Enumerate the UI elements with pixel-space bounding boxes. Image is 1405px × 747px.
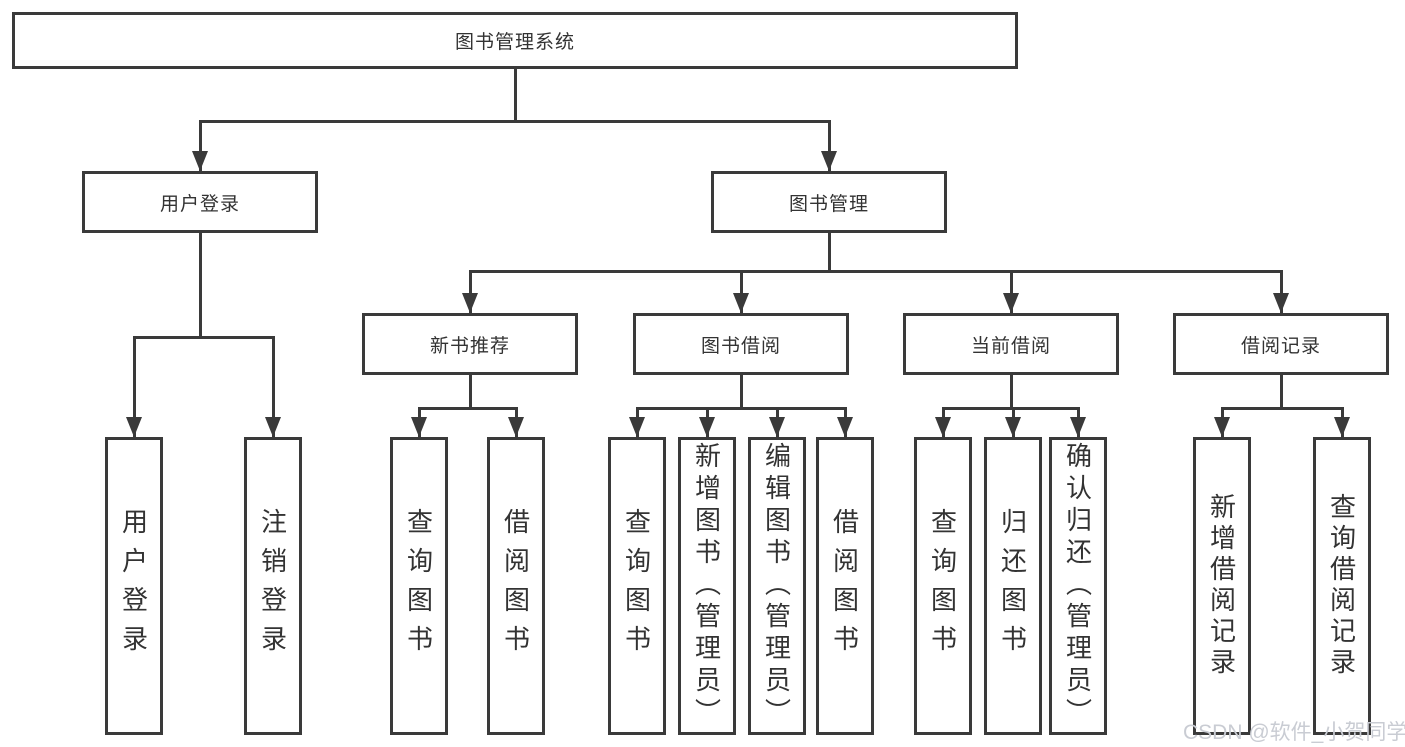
connector-to-current-borrow	[1010, 270, 1013, 313]
connector-new-book-stem	[469, 375, 472, 409]
connector-new-book-hline	[418, 407, 518, 410]
leaf-query-borrow-record: 查询借阅记录	[1313, 437, 1371, 735]
arrowhead-icon	[1003, 293, 1019, 313]
arrowhead-icon	[411, 417, 427, 437]
arrowhead-icon	[1070, 417, 1086, 437]
arrowhead-icon	[733, 293, 749, 313]
csdn-watermark: CSDN @软件_小贺同学	[1183, 721, 1405, 744]
connector-borrow-records-hline	[1221, 407, 1344, 410]
arrowhead-icon	[192, 151, 208, 171]
arrowhead-icon	[769, 417, 785, 437]
connector-book-management-stem	[828, 233, 831, 273]
leaf-borrow-books: 借阅图书	[816, 437, 874, 735]
connector-to-leaf-logout	[272, 336, 275, 437]
node-user-login: 用户登录	[82, 171, 318, 233]
node-current-borrow: 当前借阅	[903, 313, 1119, 375]
connector-current-borrow-stem	[1010, 375, 1013, 409]
leaf-query-books: 查询图书	[390, 437, 448, 735]
leaf-return-books: 归还图书	[984, 437, 1042, 735]
leaf-logout: 注销登录	[244, 437, 302, 735]
connector-to-borrow-records	[1280, 270, 1283, 313]
arrowhead-icon	[508, 417, 524, 437]
node-borrow-records: 借阅记录	[1173, 313, 1389, 375]
connector-book-borrow-stem	[740, 375, 743, 409]
connector-user-login-stem	[199, 233, 202, 339]
leaf-add-borrow-record: 新增借阅记录	[1193, 437, 1251, 735]
arrowhead-icon	[1005, 417, 1021, 437]
leaf-add-book-admin: 新增图书（管理员）	[678, 437, 736, 735]
node-root-library-management-system: 图书管理系统	[12, 12, 1018, 69]
connector-to-leaf-user-login	[133, 336, 136, 437]
leaf-edit-book-admin: 编辑图书（管理员）	[748, 437, 806, 735]
leaf-confirm-return-admin: 确认归还（管理员）	[1049, 437, 1107, 735]
node-book-management: 图书管理	[711, 171, 947, 233]
connector-book-borrow-hline	[636, 407, 847, 410]
arrowhead-icon	[462, 293, 478, 313]
connector-book-management-hline	[469, 270, 1283, 273]
arrowhead-icon	[935, 417, 951, 437]
connector-root-hline	[199, 120, 831, 123]
leaf-user-login: 用户登录	[105, 437, 163, 735]
arrowhead-icon	[1214, 417, 1230, 437]
connector-borrow-records-stem	[1280, 375, 1283, 409]
connector-to-book-management	[828, 120, 831, 171]
node-book-borrow: 图书借阅	[633, 313, 849, 375]
arrowhead-icon	[1334, 417, 1350, 437]
arrowhead-icon	[265, 417, 281, 437]
arrowhead-icon	[1273, 293, 1289, 313]
arrowhead-icon	[699, 417, 715, 437]
leaf-borrow-books: 借阅图书	[487, 437, 545, 735]
connector-to-book-borrow	[740, 270, 743, 313]
leaf-query-books: 查询图书	[608, 437, 666, 735]
arrowhead-icon	[837, 417, 853, 437]
connector-root-stem	[514, 69, 517, 121]
leaf-query-books: 查询图书	[914, 437, 972, 735]
connector-current-borrow-hline	[942, 407, 1080, 410]
connector-user-login-hline	[133, 336, 275, 339]
arrowhead-icon	[821, 151, 837, 171]
arrowhead-icon	[126, 417, 142, 437]
connector-to-new-book	[469, 270, 472, 313]
connector-to-user-login	[199, 120, 202, 171]
node-new-book-recommend: 新书推荐	[362, 313, 578, 375]
arrowhead-icon	[629, 417, 645, 437]
